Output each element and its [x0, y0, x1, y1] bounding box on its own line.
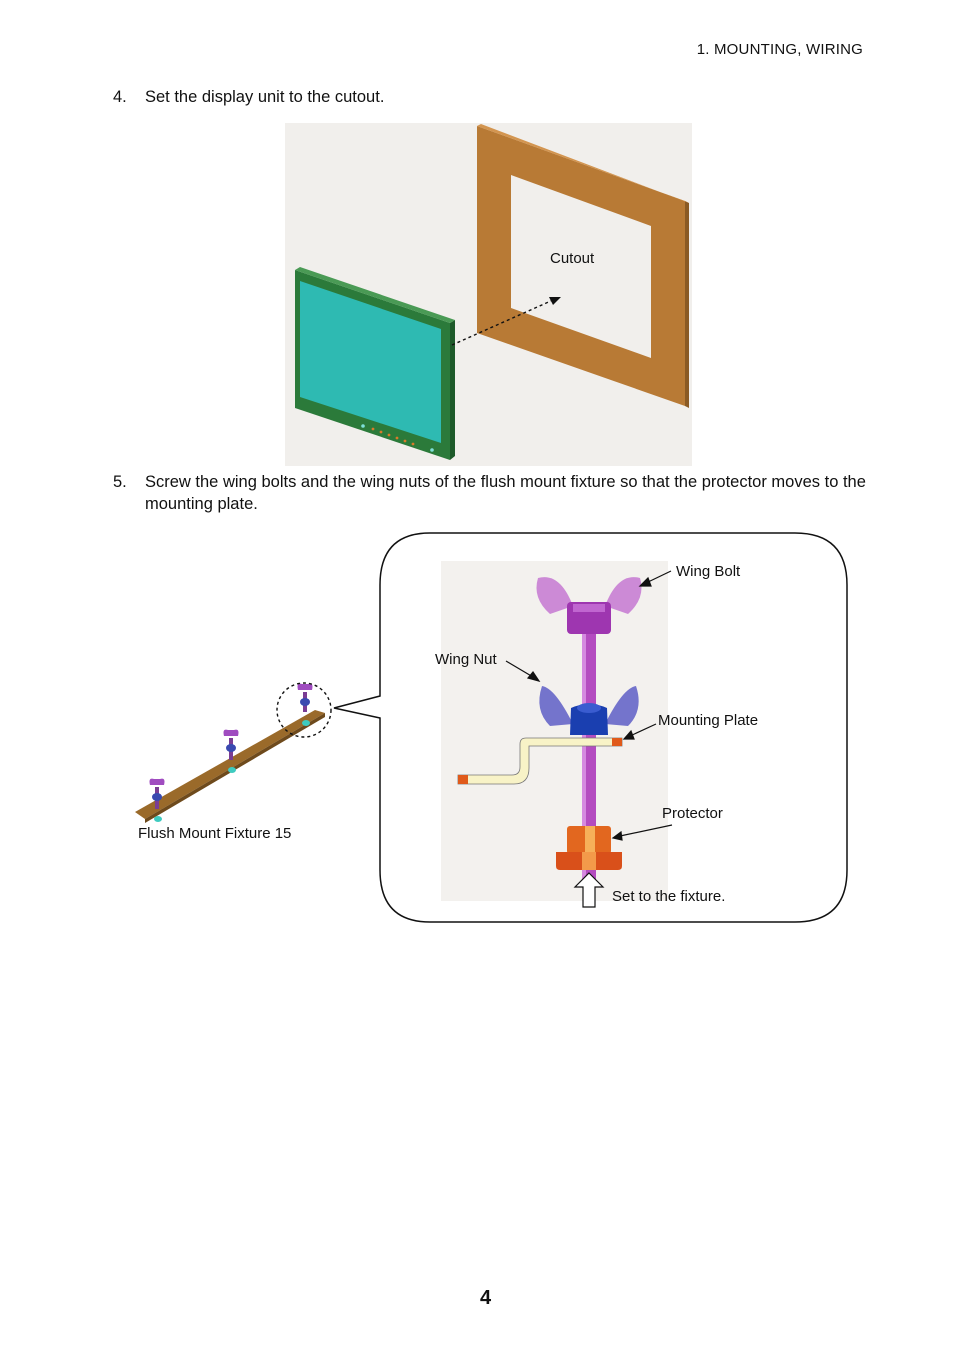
cutout-label: Cutout	[550, 250, 595, 267]
push-arrow	[573, 872, 605, 908]
figure-display-cutout: Cutout	[285, 123, 692, 466]
fixture-bar	[135, 710, 325, 819]
step-number: 4.	[113, 88, 127, 106]
set-to-fixture-label: Set to the fixture.	[612, 888, 726, 905]
step-5: 5. Screw the wing bolts and the wing nut…	[113, 471, 873, 517]
wing-nut	[539, 686, 639, 735]
mounting-plate	[457, 737, 623, 785]
page-number: 4	[480, 1287, 492, 1309]
protector-label: Protector	[662, 805, 723, 822]
protector	[556, 826, 622, 870]
step-text: Set the display unit to the cutout.	[145, 88, 385, 106]
step-text: Screw the wing bolts and the wing nuts o…	[145, 473, 866, 513]
flush-mount-illustration	[135, 532, 848, 923]
step-number: 5.	[113, 473, 127, 491]
step-4: 4. Set the display unit to the cutout.	[113, 86, 873, 110]
running-header: 1. MOUNTING, WIRING	[696, 41, 863, 58]
fixture-label: Flush Mount Fixture 15	[138, 825, 292, 842]
display-cutout-illustration	[285, 123, 692, 466]
cutout-frame	[477, 126, 685, 406]
figure-flush-mount-fixture: Flush Mount Fixture 15 Wing Bolt Wing Nu…	[130, 530, 852, 928]
mounting-plate-label: Mounting Plate	[658, 712, 759, 729]
wing-bolt-label: Wing Bolt	[676, 563, 741, 580]
display-screen	[300, 281, 441, 443]
wing-nut-label: Wing Nut	[435, 651, 497, 668]
wing-bolt	[536, 577, 642, 634]
detail-circle	[276, 682, 332, 738]
insert-arrow	[451, 299, 554, 346]
fixture-bolts	[149, 683, 313, 822]
